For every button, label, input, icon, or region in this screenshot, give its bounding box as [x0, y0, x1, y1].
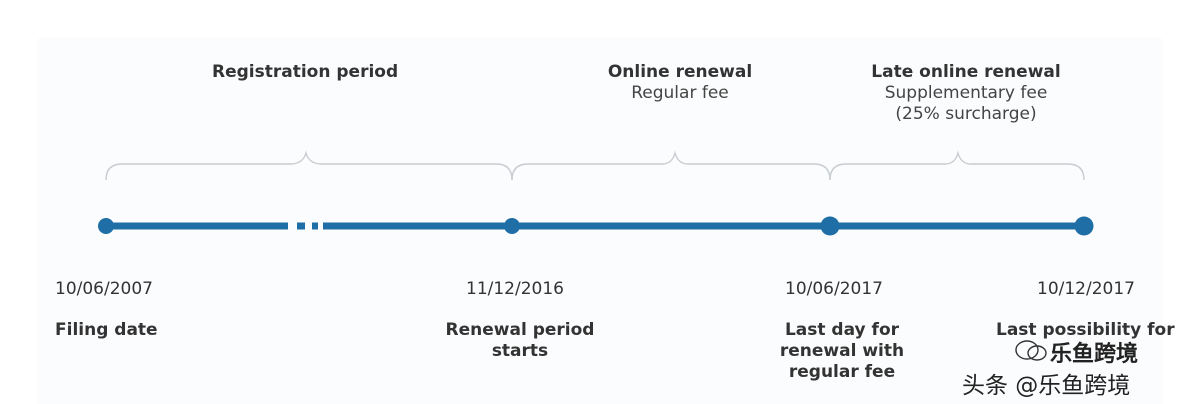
- registration-brace: [105, 150, 513, 181]
- diagram-background: [38, 38, 1162, 404]
- milestone-dot-last-possibility: [1074, 216, 1094, 236]
- desc-last-possibility: Last possibility for: [996, 320, 1196, 341]
- late-renewal-surcharge: (25% surcharge): [895, 104, 1037, 124]
- milestone-dot-filing: [98, 218, 114, 234]
- late-renewal-brace: [829, 150, 1085, 181]
- desc-last-regular: Last day for renewal with regular fee: [762, 320, 922, 383]
- online-renewal-title: Online renewal: [607, 62, 753, 82]
- desc-renewal-start: Renewal period starts: [430, 320, 610, 362]
- late-renewal-title: Late online renewal: [871, 62, 1061, 82]
- milestone-dot-renewal-start: [504, 218, 520, 234]
- desc-renewal-start-line1: Renewal period: [445, 320, 595, 340]
- desc-last-possibility-line1: Last possibility for: [996, 320, 1175, 340]
- date-last-regular: 10/06/2017: [785, 279, 883, 299]
- milestone-dot-last-regular: [820, 216, 840, 236]
- online-renewal-fee: Regular fee: [631, 83, 729, 103]
- desc-last-regular-line2: renewal with: [779, 341, 905, 361]
- desc-filing-line1: Filing date: [55, 320, 158, 340]
- date-filing: 10/06/2007: [55, 279, 153, 299]
- desc-filing: Filing date: [55, 320, 158, 341]
- date-renewal-start: 11/12/2016: [466, 279, 564, 299]
- watermark-credit: 头条 @乐鱼跨境: [962, 373, 1131, 399]
- desc-renewal-start-line2: starts: [491, 341, 549, 361]
- registration-period-title: Registration period: [212, 62, 399, 82]
- online-renewal-label: Online renewal Regular fee: [580, 62, 780, 104]
- online-renewal-brace: [511, 150, 831, 181]
- watermark-brand: 乐鱼跨境: [1050, 342, 1139, 367]
- desc-last-regular-line1: Last day for: [784, 320, 900, 340]
- late-renewal-label: Late online renewal Supplementary fee (2…: [846, 62, 1086, 125]
- late-renewal-fee: Supplementary fee: [884, 83, 1048, 103]
- desc-last-regular-line3: regular fee: [788, 362, 896, 382]
- chat-bubble-icon: [1015, 340, 1047, 361]
- date-last-possibility: 10/12/2017: [1037, 279, 1135, 299]
